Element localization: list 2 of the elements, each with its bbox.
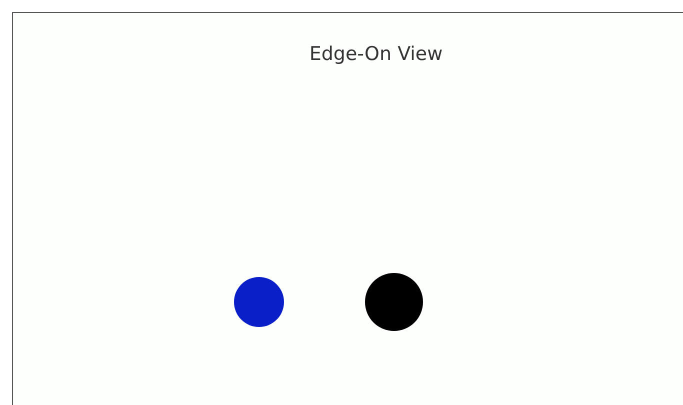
plot-title: Edge-On View (308, 43, 444, 65)
small-sphere (234, 277, 284, 327)
